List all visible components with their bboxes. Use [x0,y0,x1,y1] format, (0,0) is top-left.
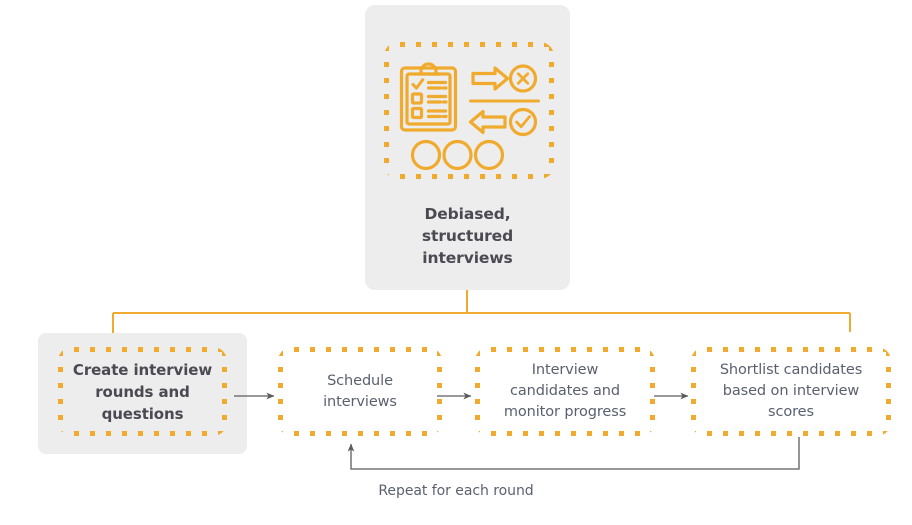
step-2[interactable]: Interview candidates and monitor progres… [475,347,655,436]
hero-caption: Debiased, structured interviews [421,205,514,267]
step-frame-2 [475,347,655,436]
clipboard-checklist-approve-reject-icon [399,62,540,171]
step-frame-0 [58,347,227,436]
step-1[interactable]: Schedule interviews [278,347,442,436]
step-frame-1 [278,347,442,436]
loop-back-arrow [347,437,800,470]
step-frame-3 [691,347,891,436]
step-3[interactable]: Shortlist candidates based on interview … [691,347,891,436]
step-0[interactable]: Create interview rounds and questions [58,347,227,436]
step-label-1: Schedule interviews [323,372,397,410]
step-label-3: Shortlist candidates based on interview … [719,362,863,420]
step-label-2: Interview candidates and monitor progres… [503,362,627,420]
loop-caption: Repeat for each round [378,483,534,499]
step-label-0: Create interview rounds and questions [72,360,213,423]
